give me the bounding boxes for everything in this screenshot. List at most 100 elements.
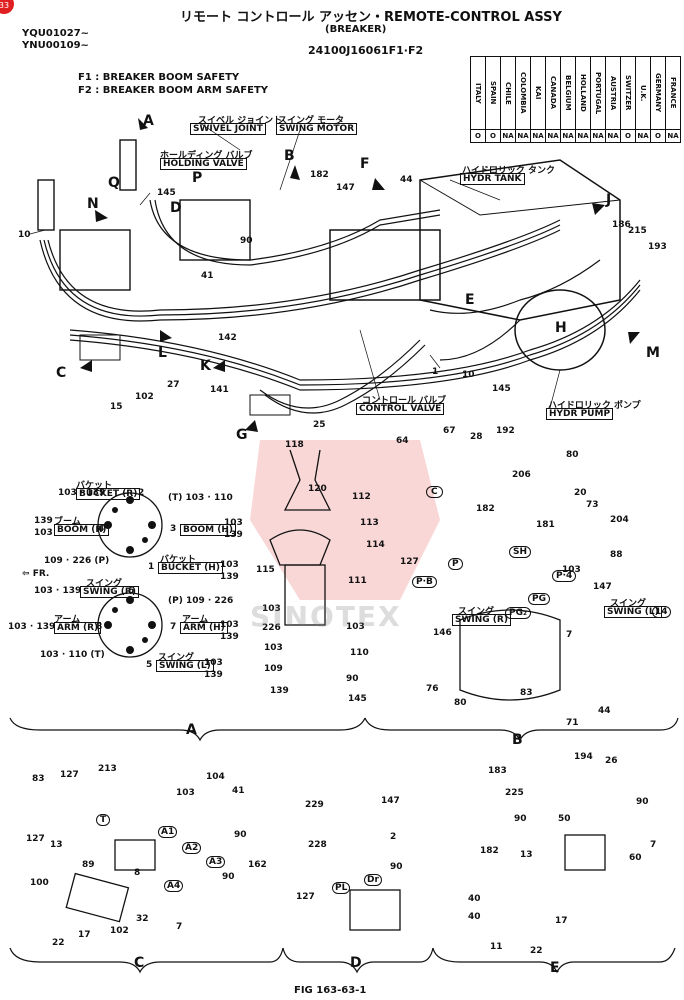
- country-mark: NA: [515, 129, 531, 143]
- part-num: 141: [210, 385, 229, 395]
- part-num: 120: [308, 484, 327, 494]
- bucket-h-nums1: 103: [220, 560, 239, 570]
- part-num: 225: [505, 788, 524, 798]
- part-num: 215: [628, 226, 647, 236]
- arm-h-port: 7: [170, 622, 177, 632]
- letter-n: N: [87, 196, 99, 212]
- joystick-right: [119, 139, 251, 261]
- part-num: 67: [443, 426, 456, 436]
- part-num: 26: [605, 756, 618, 766]
- country-name: AUSTRIA: [605, 56, 621, 130]
- watermark-logo: [250, 440, 440, 600]
- part-num: 127: [60, 770, 79, 780]
- boom-h-label: BOOM (H): [180, 524, 237, 536]
- port-plate-left: [97, 592, 163, 658]
- bucket-h-label: BUCKET (H): [158, 562, 223, 574]
- country-name: FRANCE: [665, 56, 681, 130]
- part-num: 118: [285, 440, 304, 450]
- part-num: 100: [30, 878, 49, 888]
- swing-r-b-jp: スイング: [458, 607, 495, 617]
- lever-handle-shape: [283, 449, 332, 511]
- manifold-block-c: [114, 839, 156, 871]
- holding-label-jp: ホールディング バルブ: [160, 151, 253, 161]
- t-port: (T) 103 · 110: [168, 493, 233, 503]
- letter-b: B: [284, 148, 295, 164]
- section-label-c: C: [134, 955, 145, 971]
- tag-t: T: [96, 814, 111, 826]
- boom-r-jp: ブーム: [54, 517, 81, 527]
- part-num: 13: [50, 840, 63, 850]
- part-num: 89: [82, 860, 95, 870]
- tag-p: P: [448, 558, 463, 570]
- part-num: 103: [346, 622, 365, 632]
- country-mark: NA: [530, 129, 546, 143]
- part-num: 90: [222, 872, 235, 882]
- part-num: 44: [400, 175, 413, 185]
- part-num: 41: [201, 271, 214, 281]
- arm-r-label: ARM (R): [54, 622, 102, 634]
- country-name: HOLLAND: [575, 56, 591, 130]
- arm-h-label: ARM (H): [180, 622, 228, 634]
- bucket-r-port: 2: [138, 488, 145, 498]
- valve-block-e: [564, 834, 606, 871]
- country-mark: O: [485, 129, 501, 143]
- port-dots: [104, 496, 156, 654]
- country-mark: NA: [500, 129, 516, 143]
- letter-c: C: [56, 365, 67, 381]
- part-num: 22: [530, 946, 543, 956]
- part-num: 182: [310, 170, 329, 180]
- tag-sh: SH: [509, 546, 532, 558]
- part-num: 50: [558, 814, 571, 824]
- tag-pl: PL: [332, 882, 351, 894]
- country-mark: O: [470, 129, 486, 143]
- part-num: 22: [52, 938, 65, 948]
- tank-label: HYDR TANK: [460, 173, 525, 185]
- letter-j: J: [606, 192, 612, 208]
- part-num: 40: [468, 894, 481, 904]
- country-name: U.K.: [635, 56, 651, 130]
- part-num: 127: [26, 834, 45, 844]
- letter-l: L: [158, 345, 167, 361]
- part-num: 229: [305, 800, 324, 810]
- country-name: KAI: [530, 56, 546, 130]
- part-num: 147: [336, 183, 355, 193]
- part-num: 182: [476, 504, 495, 514]
- port-plate-right: [97, 492, 163, 558]
- part-num: 127: [296, 892, 315, 902]
- part-num: 40: [468, 912, 481, 922]
- tag-dr: Dr: [364, 874, 382, 886]
- swing-l-nums2: 139: [204, 670, 223, 680]
- letter-a: A: [143, 113, 154, 129]
- page-tag: 33: [0, 0, 14, 14]
- country-name: PORTUGAL: [590, 56, 606, 130]
- part-num: 147: [593, 582, 612, 592]
- part-num: 193: [648, 242, 667, 252]
- leader-lines: [29, 122, 561, 409]
- swing-motor-label: SWING MOTOR: [276, 123, 358, 135]
- country-name: BELGIUM: [560, 56, 576, 130]
- swing-l-label: SWING (L): [156, 660, 214, 672]
- part-num: 17: [555, 916, 568, 926]
- part-num: 204: [610, 515, 629, 525]
- swing-l-b-label: SWING (L): [604, 606, 662, 618]
- section-label-b: B: [512, 732, 523, 748]
- country-mark: NA: [545, 129, 561, 143]
- swing-r-b-label: SWING (R): [452, 614, 511, 626]
- part-num: 17: [78, 930, 91, 940]
- arm-h-nums2: 139: [220, 632, 239, 642]
- arm-r-nums: 103 · 139: [8, 622, 56, 632]
- swing-l-port: 5: [146, 660, 153, 670]
- diagram-subtitle: (BREAKER): [325, 24, 387, 35]
- tag-pg: PG: [528, 593, 550, 605]
- pump-label: HYDR PUMP: [546, 408, 614, 420]
- country-mark: NA: [575, 129, 591, 143]
- part-num: 80: [566, 450, 579, 460]
- part-num: 145: [348, 694, 367, 704]
- letter-m: M: [646, 345, 660, 361]
- letter-k: K: [200, 358, 211, 374]
- boom-h-nums1: 103: [224, 518, 243, 528]
- boom-r-nums2: 103: [34, 528, 53, 538]
- letter-e: E: [465, 292, 475, 308]
- part-num: 90: [234, 830, 247, 840]
- part-num: 83: [32, 774, 45, 784]
